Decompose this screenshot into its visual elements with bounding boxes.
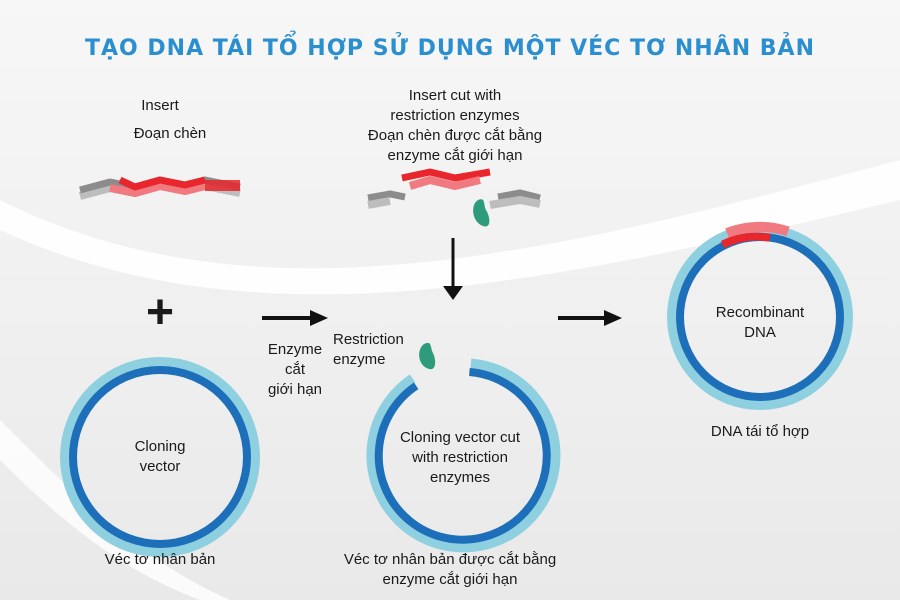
- down-arrow: [443, 238, 463, 300]
- insert-cut-line-2: restriction enzymes: [390, 107, 520, 124]
- insert-label-vi: Đoạn chèn: [133, 125, 207, 142]
- insert-cut-line-4: enzyme cắt giới hạn: [387, 147, 523, 164]
- cut-vector-plasmid: [366, 358, 561, 553]
- insert-cut-dna: [367, 168, 541, 209]
- recombinant-caption: DNA tái tổ hợp: [710, 423, 810, 440]
- insert-dna: [78, 176, 241, 200]
- restriction-enzyme-blob: [419, 342, 436, 370]
- insert-cut-label: Insert cut with restriction enzymes Đoạn…: [310, 86, 600, 166]
- recombinant-plasmid: [667, 221, 853, 410]
- restriction-enzyme-blob-top: [473, 199, 490, 227]
- cut-vector-line-2: with restriction: [412, 449, 508, 466]
- restriction-enzyme-line-2: enzyme: [333, 351, 386, 368]
- cloning-vector-label: Cloning vector: [110, 437, 210, 477]
- background-swoosh: [0, 160, 900, 295]
- plus-sign: +: [145, 286, 175, 339]
- cut-vector-line-1: Cloning vector cut: [399, 429, 521, 446]
- insert-label-en: Insert: [141, 97, 179, 114]
- cut-vector-caption: Véc tơ nhân bản được cắt bằng enzyme cắt…: [300, 550, 600, 590]
- arrow-label: Enzyme cắt giới hạn: [245, 340, 345, 400]
- recombinant-line-1: Recombinant: [715, 304, 805, 321]
- arrow-label-line-1: Enzyme: [267, 341, 323, 358]
- cloning-vector-caption: Véc tơ nhân bản: [104, 551, 216, 568]
- cloning-vector-plasmid: [60, 357, 260, 557]
- cut-vector-caption-line-2: enzyme cắt giới hạn: [382, 571, 518, 588]
- page-title: TẠO DNA TÁI TỔ HỢP SỬ DỤNG MỘT VÉC TƠ NH…: [85, 36, 815, 61]
- insert-cut-line-1: Insert cut with: [408, 87, 502, 104]
- arrow-label-line-3: giới hạn: [267, 381, 323, 398]
- cut-vector-line-3: enzymes: [429, 469, 491, 486]
- recombinant-label: Recombinant DNA: [700, 303, 820, 343]
- restriction-enzyme-label: Restriction enzyme: [333, 330, 433, 370]
- arrow-label-line-2: cắt: [284, 361, 305, 378]
- cloning-vector-line-1: Cloning: [134, 438, 186, 455]
- cut-vector-caption-line-1: Véc tơ nhân bản được cắt bằng: [343, 551, 557, 568]
- right-arrow-left: [262, 310, 328, 326]
- restriction-enzyme-line-1: Restriction: [333, 331, 404, 348]
- insert-cut-line-3: Đoạn chèn được cắt bằng: [367, 127, 543, 144]
- right-arrow-right: [558, 310, 622, 326]
- cloning-vector-line-2: vector: [139, 458, 181, 475]
- cut-vector-label: Cloning vector cut with restriction enzy…: [375, 428, 545, 488]
- recombinant-line-2: DNA: [744, 324, 776, 341]
